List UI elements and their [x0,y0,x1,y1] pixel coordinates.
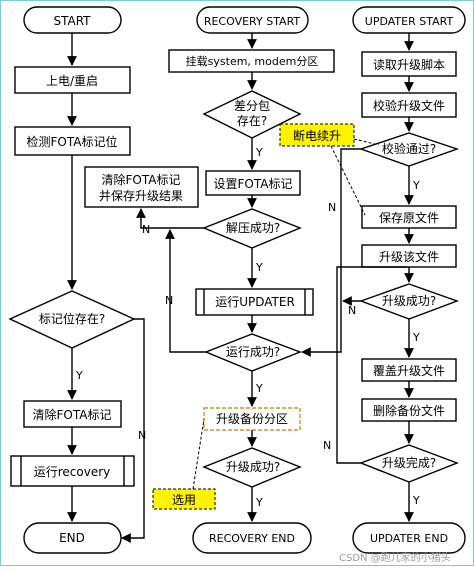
yes-label-verify: Y [412,179,420,192]
upgrade-ok-decision: 升级成功? [202,447,302,488]
backup-partition-box: 升级备份分区 [203,407,301,431]
diff-exists-decision: 差分包 存在? [202,90,302,139]
no-label-done: N [323,439,331,452]
upgrade-file-box: 升级该文件 [361,244,457,268]
recovery-start-label: RECOVERY START [204,15,301,28]
recovery-start-terminal: RECOVERY START [196,6,309,34]
mount-box: 挂载system, modem分区 [168,49,335,73]
overwrite-file-box: 覆盖升级文件 [361,358,457,382]
no-label: N [138,429,146,442]
updater-end-terminal: UPDATER END [352,522,466,554]
diff-label-2: 存在? [237,114,267,128]
watermark: CSDN @跑儿家的小猪头 [339,551,451,564]
recovery-end-terminal: RECOVERY END [192,522,312,554]
start-label: START [53,14,91,28]
delete-backup-box: 删除备份文件 [361,398,457,422]
clear-flag-box: 清除FOTA标记 [23,400,122,428]
detect-flag-box: 检测FOTA标记位 [14,126,131,156]
verify-pass-decision: 校验通过? [358,132,460,167]
upgrade-done-decision: 升级完成? [359,444,459,483]
save-original-label: 保存原文件 [379,210,439,225]
resume-label: 断电续升 [293,128,341,143]
diff-label-1: 差分包 [234,99,270,113]
yes-label-runok: Y [255,382,263,395]
power-on-label: 上电/重启 [46,74,98,88]
clear-save-label-1: 清除FOTA标记 [102,172,181,187]
updater-end-label: UPDATER END [370,532,448,545]
backup-label: 升级备份分区 [216,412,288,426]
optional-label: 选用 [172,493,196,507]
yes-label-diff: Y [255,146,263,159]
delete-backup-label: 删除备份文件 [373,403,445,418]
resume-note: 断电续升 [279,123,355,147]
run-recovery-box: 运行recovery [10,455,135,487]
upgrade-file-label: 升级该文件 [379,249,439,264]
yes-label-upgradeok: Y [255,496,263,509]
run-updater-box: 运行UPDATER [195,288,314,316]
recovery-end-label: RECOVERY END [209,532,295,545]
upgrade-ok3-decision: 升级成功? [358,283,460,320]
end-label: END [59,531,85,545]
start-terminal: START [23,6,122,34]
yes-label: Y [75,369,83,382]
detect-flag-label: 检测FOTA标记位 [27,134,118,149]
updater-start-terminal: UPDATER START [352,6,466,34]
no-label-upgrade3: N [348,304,356,317]
yes-label-upgrade3: Y [412,331,420,344]
upgrade-done-label: 升级完成? [382,455,436,470]
clear-save-label-2: 并保存升级结果 [99,189,183,203]
no-label-verify: N [328,201,336,214]
yes-label-done: Y [412,494,420,507]
optional-note: 选用 [152,488,216,510]
set-flag-label: 设置FOTA标记 [214,177,293,191]
unzip-ok-label: 解压成功? [226,221,280,235]
verify-pass-label: 校验通过? [382,141,436,156]
run-recovery-label: 运行recovery [34,465,111,479]
mount-label: 挂载system, modem分区 [186,54,319,68]
set-flag-box: 设置FOTA标记 [205,170,301,196]
end-terminal: END [23,522,122,554]
run-ok-decision: 运行成功? [204,333,302,372]
clear-flag-label: 清除FOTA标记 [33,407,112,422]
run-ok-label: 运行成功? [226,345,280,359]
power-on-box: 上电/重启 [14,66,131,94]
read-script-box: 读取升级脚本 [361,51,457,77]
updater-start-label: UPDATER START [365,15,454,28]
upgrade-ok-label: 升级成功? [226,460,280,474]
no-label-runok: N [165,294,173,307]
run-updater-label: 运行UPDATER [215,295,295,309]
flag-exists-label: 标记位存在? [39,311,105,326]
unzip-ok-decision: 解压成功? [202,208,302,249]
verify-file-box: 校验升级文件 [361,92,457,118]
flag-exists-decision: 标记位存在? [8,290,136,349]
overwrite-label: 覆盖升级文件 [373,363,445,378]
read-script-label: 读取升级脚本 [373,57,445,72]
save-original-box: 保存原文件 [361,205,457,229]
no-label-unzip: N [142,223,150,236]
yes-label-unzip: Y [255,261,263,274]
clear-save-result-box: 清除FOTA标记 并保存升级结果 [84,166,199,208]
verify-file-label: 校验升级文件 [373,98,445,113]
upgrade-ok3-label: 升级成功? [382,294,436,308]
